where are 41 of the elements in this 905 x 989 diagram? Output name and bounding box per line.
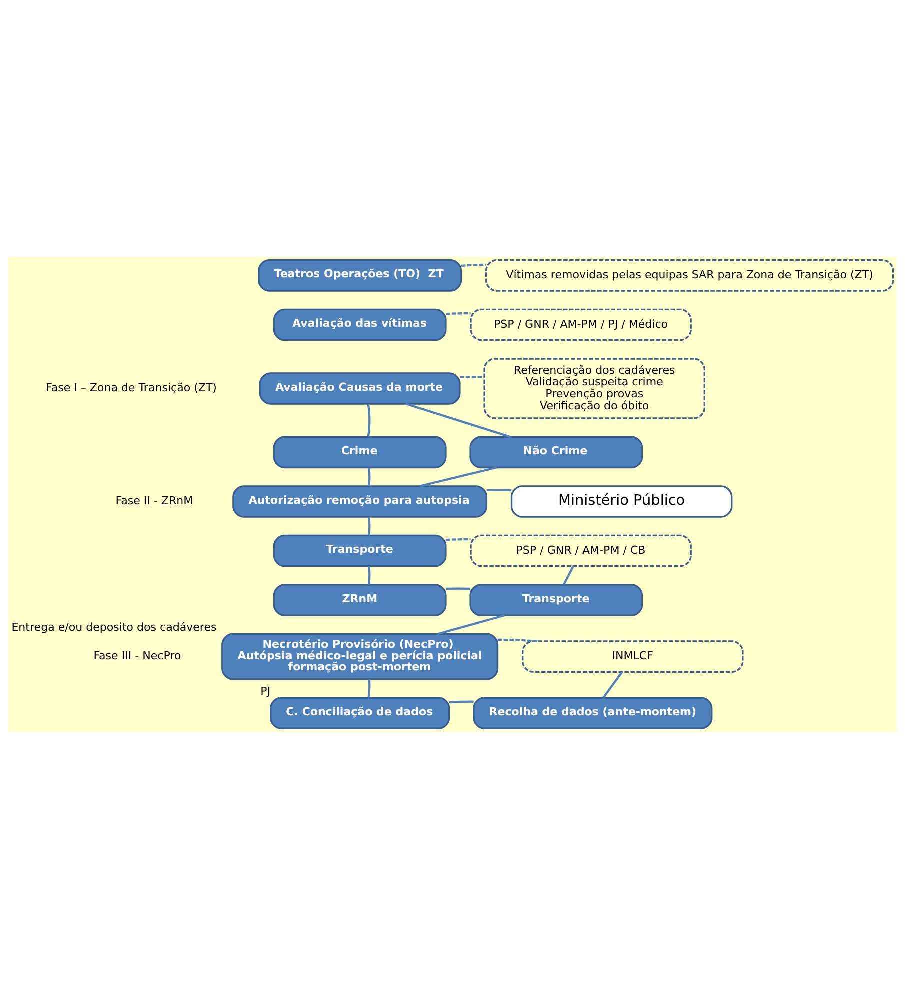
label: Fase III - NecPro: [94, 650, 182, 663]
node-box: Autorização remoção para autopsia: [232, 486, 488, 518]
connector: [486, 489, 512, 492]
connector: [406, 403, 511, 438]
connector: [562, 566, 574, 586]
connector: [602, 672, 623, 698]
connector: [449, 700, 474, 704]
node-box: Recolha de dados (ante-montem): [473, 697, 713, 730]
node-box: Necrotério Provisório (NecPro) Autópsia médico-legal e perícia policial formação post-mortem: [222, 633, 499, 680]
connector: [446, 538, 471, 542]
connector: [420, 466, 497, 488]
node-box: Não Crime: [470, 436, 644, 469]
label: Fase I – Zona de Transição (ZT): [46, 382, 218, 395]
node-label: PJ: [260, 684, 271, 698]
node-box: Avaliação Causas da morte: [259, 372, 461, 405]
node-box: Transporte: [273, 534, 447, 568]
connector: [368, 468, 371, 487]
connector: [368, 680, 371, 698]
node-box: ZRnM: [273, 584, 447, 616]
connector: [498, 638, 538, 643]
connector: [437, 614, 505, 636]
connector: [367, 404, 371, 438]
node-box: Vítimas removidas pelas equipas SAR para Zona de Transição (ZT): [485, 260, 894, 292]
node-box: Teatros Operações (TO) ZT: [258, 260, 462, 292]
connector: [461, 264, 486, 267]
node-box: Avaliação das vítimas: [273, 308, 447, 342]
node-box: Transporte: [470, 584, 644, 616]
connector: [446, 312, 471, 316]
node-box: Crime: [273, 436, 447, 469]
connector: [446, 588, 471, 590]
node-box: PSP / GNR / AM-PM / PJ / Médico: [470, 308, 692, 342]
node-box: Ministério Público: [510, 486, 733, 518]
node-box: INMLCF: [522, 640, 744, 673]
label: Fase II - ZRnM: [116, 494, 194, 508]
node-label: Entrega e/ou deposito dos cadáveres: [12, 621, 217, 634]
connector: [368, 516, 371, 536]
connector: [460, 376, 484, 379]
node-box: Referenciação dos cadáveres Validação suspeita crime Prevenção provas Verificação do óbito: [484, 358, 706, 420]
node-box: PSP / GNR / AM-PM / CB: [470, 534, 692, 568]
connector: [368, 566, 371, 586]
node-box: C. Conciliação de dados: [270, 697, 450, 730]
